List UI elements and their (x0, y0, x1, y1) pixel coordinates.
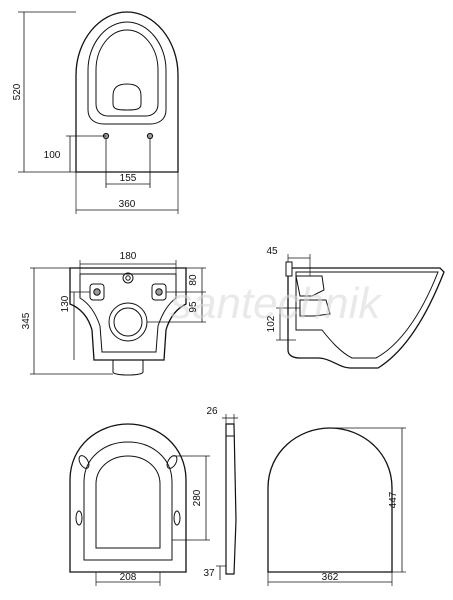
rear-view-outlet (108, 302, 148, 342)
top-view (18, 11, 179, 214)
top-view-outline (75, 11, 179, 173)
dim-side-offset: 45 (266, 246, 278, 257)
seat-view (69, 423, 210, 586)
seat-profile-outline (225, 423, 237, 575)
top-view-bowl-inner (95, 29, 159, 117)
dim-top-length: 520 (12, 83, 23, 100)
side-view (276, 254, 445, 369)
dim-rear-height: 345 (21, 312, 32, 329)
rear-view (30, 260, 206, 376)
rear-view-inlet (122, 272, 134, 284)
side-view-outline (287, 262, 445, 369)
dim-seat-width: 208 (120, 572, 137, 583)
dim-seat-height: 447 (388, 491, 399, 508)
top-view-drain (112, 83, 142, 111)
seat-opening (95, 455, 161, 549)
rear-view-inner (79, 273, 177, 353)
seat-inner-ring (83, 441, 173, 561)
dim-seat-total-width: 362 (322, 572, 339, 583)
rear-view-outline (69, 267, 187, 361)
dim-rear-lower: 95 (188, 301, 199, 313)
dim-rear-hole-height: 130 (60, 295, 71, 312)
dim-top-hole-spacing: 155 (120, 173, 137, 184)
dim-seat-lip: 37 (203, 568, 215, 579)
dim-top-width: 360 (119, 199, 136, 210)
seat-profile (216, 414, 238, 580)
top-view-bowl-rim (87, 21, 167, 125)
dim-side-inlet: 102 (266, 315, 277, 332)
watermark: santechnik (170, 279, 382, 328)
dim-seat-hinge: 280 (192, 489, 203, 506)
dim-seat-thickness: 26 (206, 406, 218, 417)
dim-rear-hole-spacing: 180 (120, 251, 137, 262)
seat-outline (69, 423, 187, 573)
dim-rear-upper: 80 (188, 274, 199, 286)
side-view-inlet (295, 275, 325, 297)
lid-view (267, 427, 406, 586)
side-view-bowl (295, 271, 439, 359)
dim-top-hole-offset: 100 (44, 150, 61, 161)
top-view-hole-right (146, 132, 154, 140)
lid-outline (267, 427, 393, 573)
